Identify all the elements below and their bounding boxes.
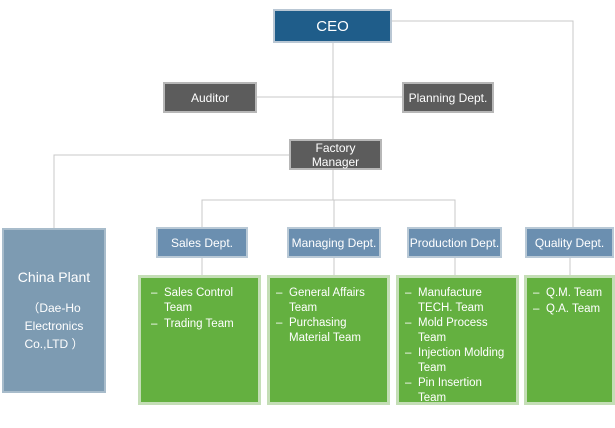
- production-teams-box: –Manufacture TECH. Team –Mold Process Te…: [396, 275, 519, 405]
- connector-dept-bus: [201, 199, 456, 227]
- production-dept-label: Production Dept.: [409, 235, 500, 250]
- team-item: –General Affairs Team: [276, 286, 383, 315]
- bullet-dash-icon: –: [533, 287, 540, 299]
- quality-dept-box: Quality Dept.: [525, 227, 614, 258]
- team-label: Q.M. Team: [546, 287, 603, 299]
- bullet-dash-icon: –: [151, 287, 158, 299]
- quality-team-list: –Q.M. Team –Q.A. Team: [533, 286, 608, 316]
- team-label: Manufacture TECH. Team: [418, 287, 484, 314]
- team-item: –Injection Molding Team: [405, 346, 512, 375]
- production-dept-box: Production Dept.: [407, 227, 502, 258]
- team-item: –Manufacture TECH. Team: [405, 286, 512, 315]
- bullet-dash-icon: –: [405, 377, 412, 389]
- team-item: –Sales Control Team: [151, 286, 254, 316]
- bullet-dash-icon: –: [405, 317, 412, 329]
- bullet-dash-icon: –: [276, 287, 283, 299]
- team-label: Pin Insertion Team: [418, 377, 482, 404]
- quality-dept-label: Quality Dept.: [534, 235, 605, 250]
- team-label: Injection Molding Team: [418, 347, 505, 374]
- team-item: –Purchasing Material Team: [276, 316, 383, 345]
- sales-teams-box: –Sales Control Team –Trading Team: [138, 275, 261, 405]
- china-plant-box: China Plant （Dae-Ho Electronics Co.,LTD …: [2, 228, 106, 393]
- managing-team-list: –General Affairs Team –Purchasing Materi…: [276, 286, 383, 345]
- managing-dept-label: Managing Dept.: [291, 235, 377, 250]
- team-label: Sales Control Team: [164, 287, 234, 314]
- planning-dept-label: Planning Dept.: [408, 90, 488, 105]
- production-team-list: –Manufacture TECH. Team –Mold Process Te…: [405, 286, 512, 405]
- china-plant-line-2: Electronics: [24, 318, 84, 333]
- connector-ceo-quality: [392, 20, 574, 227]
- sales-team-list: –Sales Control Team –Trading Team: [151, 286, 254, 332]
- quality-teams-box: –Q.M. Team –Q.A. Team: [524, 275, 615, 405]
- managing-dept-box: Managing Dept.: [287, 227, 381, 258]
- team-item: –Trading Team: [151, 317, 254, 332]
- bullet-dash-icon: –: [405, 287, 412, 299]
- factory-manager-label: Factory Manager: [311, 140, 360, 169]
- team-item: –Pin Insertion Team: [405, 376, 512, 405]
- team-label: Trading Team: [164, 318, 234, 330]
- china-plant-line-1: （Dae-Ho: [27, 300, 81, 315]
- sales-dept-label: Sales Dept.: [170, 235, 234, 250]
- bullet-dash-icon: –: [151, 318, 158, 330]
- connector-factory-china: [53, 154, 289, 228]
- china-plant-title: China Plant: [17, 268, 91, 285]
- team-item: –Q.A. Team: [533, 302, 608, 317]
- managing-teams-box: –General Affairs Team –Purchasing Materi…: [267, 275, 390, 405]
- team-item: –Mold Process Team: [405, 316, 512, 345]
- bullet-dash-icon: –: [533, 302, 540, 315]
- sales-dept-box: Sales Dept.: [156, 227, 248, 258]
- team-label: General Affairs Team: [289, 287, 365, 314]
- team-label: Q.A. Team: [546, 302, 601, 315]
- team-label: Purchasing Material Team: [289, 317, 362, 344]
- bullet-dash-icon: –: [276, 317, 283, 329]
- bullet-dash-icon: –: [405, 347, 412, 359]
- ceo-box: CEO: [273, 9, 392, 43]
- team-item: –Q.M. Team: [533, 286, 608, 301]
- planning-dept-box: Planning Dept.: [402, 82, 494, 113]
- auditor-box: Auditor: [163, 82, 257, 113]
- auditor-label: Auditor: [190, 90, 230, 105]
- china-plant-line-3: Co.,LTD ）: [24, 336, 84, 351]
- factory-manager-box: Factory Manager: [289, 139, 382, 170]
- ceo-label: CEO: [316, 17, 349, 35]
- team-label: Mold Process Team: [418, 317, 488, 344]
